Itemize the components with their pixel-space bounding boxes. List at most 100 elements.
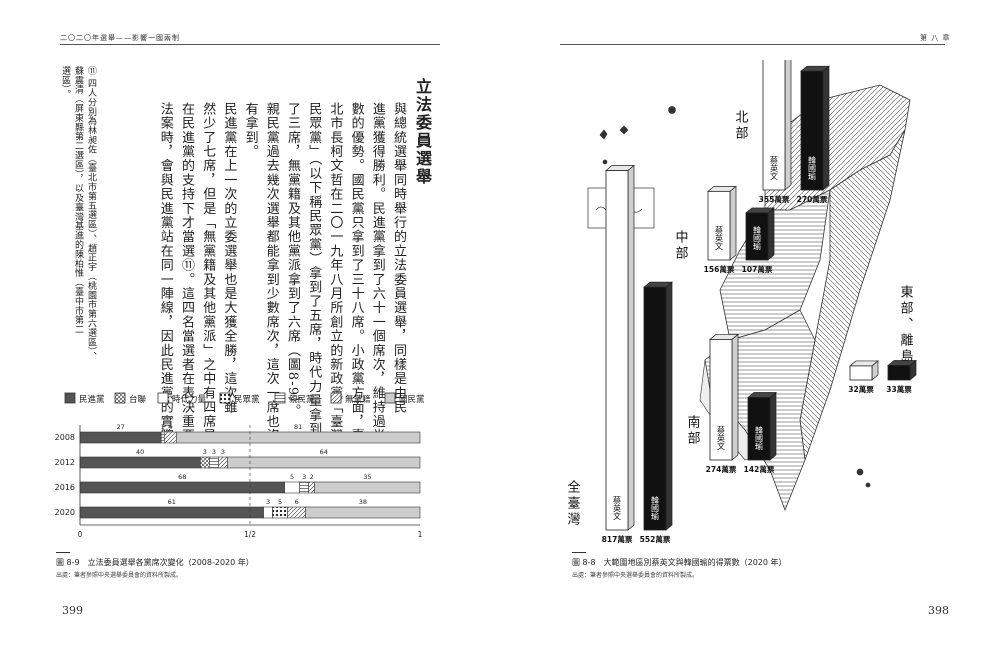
body-text-column: 民進黨在上一次的立委選舉也是大獲全勝，這次雖: [221, 102, 237, 415]
seat-bar-segment: [263, 506, 273, 519]
region-label: 東部、離島: [898, 284, 914, 365]
han-vote-bar: [745, 212, 769, 261]
tsai-vote-bar: [709, 339, 733, 461]
page-number: 398: [928, 604, 949, 617]
legend-label: 無黨籍: [345, 394, 371, 405]
vote-value-label: 33萬票: [886, 384, 912, 394]
body-text-column: 了三席，無黨籍及其他黨派拿到了六席（圖8-9）。: [285, 102, 300, 419]
seat-value-label: 40: [136, 448, 144, 456]
seat-value-label: 3: [266, 498, 270, 506]
region-central: [719, 189, 831, 341]
candidate-label: 韓國瑜: [808, 155, 817, 181]
body-text-column: 在民進黨的支持下才當選⑪。這四名當選者在表決重要: [179, 102, 194, 443]
seat-bar-segment: [218, 456, 228, 469]
region-label: 中部: [673, 230, 689, 262]
region-label: 北部: [733, 110, 749, 142]
legend-swatch: [114, 392, 126, 404]
body-text-column: 法案時，會與民進黨站在同一陣線，因此民進黨的實際: [157, 102, 173, 443]
body-text-column: 親民黨過去幾次選舉都能拿到少數席次，這次一席也沒: [263, 102, 279, 443]
han-vote-bar: [800, 70, 824, 191]
seat-bar-segment: [284, 481, 300, 494]
legend-swatch: [219, 392, 231, 404]
section-heading: 立法委員選舉: [413, 78, 432, 186]
seat-bar-segment: [305, 506, 421, 519]
seat-value-label: 68: [178, 473, 186, 481]
body-text-column: 有拿到。: [242, 102, 258, 159]
legend-swatch: [64, 392, 76, 404]
bar-side-face: [627, 164, 635, 531]
seat-value-label: 27: [116, 423, 124, 431]
seat-value-label: 3: [221, 448, 225, 456]
seat-value-label: 35: [363, 473, 371, 481]
legend-swatch: [330, 392, 342, 404]
seat-value-label: 2: [310, 473, 314, 481]
tsai-vote-bar: [849, 365, 873, 381]
seat-bar-segment: [79, 481, 285, 494]
tsai-vote-bar: [605, 170, 629, 531]
candidate-label: 蔡英文: [770, 155, 779, 181]
legend-swatch: [157, 392, 169, 404]
footnote-line: ⑪ 四人分別為林昶佐（臺北市第五選區）、趙正宇（桃園市第六選區）、: [86, 66, 96, 362]
vote-value-label: 32萬票: [848, 384, 874, 394]
bar-side-face: [822, 65, 830, 191]
seat-bar-segment: [79, 456, 201, 469]
body-text-column: 然少了七席，但是「無黨籍及其他黨派」之中有四席是: [200, 102, 216, 443]
caption-rule: [56, 552, 70, 553]
seat-value-label: 5: [278, 498, 282, 506]
seat-value-label: 38: [359, 498, 367, 506]
seat-bar-segment: [79, 431, 162, 444]
body-text-column: 民眾黨」（以下稱民眾黨）拿到了五席，時代力量拿到: [306, 102, 322, 437]
vote-value-label: 355萬票: [759, 194, 790, 204]
x-tick-label: 1: [418, 530, 423, 539]
seat-value-label: 3: [203, 448, 207, 456]
legend-label: 民進黨: [79, 394, 105, 405]
footnote-line: 蘇震清（屏東縣第二選區），以及臺灣基進的陳柏惟（臺中市第二: [73, 66, 83, 335]
seat-bar-segment: [299, 481, 309, 494]
candidate-label: 蔡英文: [613, 495, 622, 521]
seat-value-label: 6: [295, 498, 299, 506]
legend-label: 台聯: [129, 394, 147, 405]
legend-label: 時代力量: [172, 394, 207, 405]
seat-bar-segment: [160, 431, 165, 444]
legend-swatch: [384, 392, 396, 404]
legend-label: 親民黨: [289, 394, 315, 405]
seat-value-label: 3: [302, 473, 306, 481]
seat-bar-segment: [308, 481, 315, 494]
seat-bar-segment: [287, 506, 306, 519]
figure-source-8-8: 出處：筆者參照中央選舉委員會的資料所製成。: [572, 572, 699, 579]
seat-bar-segment: [175, 431, 421, 444]
vote-value-label: 142萬票: [744, 464, 775, 474]
year-label: 2012: [55, 458, 75, 467]
legend-swatch: [274, 392, 286, 404]
candidate-label: 韓國瑜: [753, 225, 762, 251]
region-label: 南部: [685, 414, 701, 447]
year-label: 2008: [55, 433, 75, 442]
vote-value-label: 817萬票: [602, 534, 633, 544]
tsai-vote-bar: [707, 190, 731, 261]
han-vote-bar: [887, 365, 911, 381]
candidate-label: 蔡英文: [715, 225, 724, 251]
region-east: [799, 129, 906, 461]
x-tick-label: 0: [78, 530, 83, 539]
vote-value-label: 270萬票: [797, 194, 828, 204]
vote-value-label: 156萬票: [704, 264, 735, 274]
page-398: 第 八 章: [500, 0, 1000, 648]
seat-value-label: 81: [294, 423, 302, 431]
bar-side-face: [729, 185, 737, 261]
seat-bar-segment: [272, 506, 288, 519]
region-label: 全臺灣: [565, 479, 581, 528]
vote-value-label: 552萬票: [640, 534, 671, 544]
bar-side-face: [767, 207, 775, 261]
bar-side-face: [769, 391, 777, 461]
seat-bar-segment: [200, 456, 210, 469]
bar-side-face: [665, 281, 673, 531]
seat-value-label: 64: [320, 448, 328, 456]
seat-value-label: 61: [168, 498, 176, 506]
seat-bar-segment: [79, 506, 264, 519]
legend-label: 民眾黨: [234, 394, 260, 405]
tsai-vote-bar: [762, 60, 786, 191]
han-vote-bar: [747, 397, 771, 461]
running-header: 二〇二〇年選舉——影響一國兩制: [60, 34, 180, 42]
